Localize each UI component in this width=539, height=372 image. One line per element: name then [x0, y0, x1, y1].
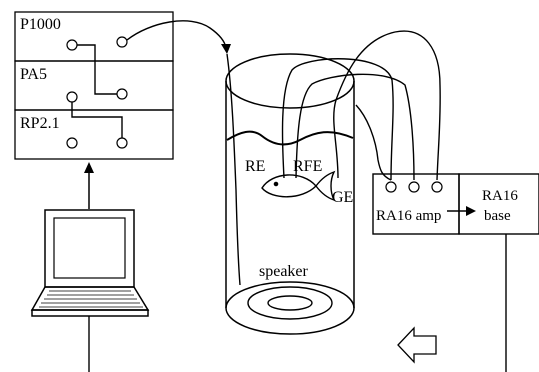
ra16-port-2	[408, 181, 420, 193]
pa5-left-port	[66, 91, 78, 103]
re-wire-tail	[355, 104, 392, 181]
ra16-amp-ports	[385, 181, 443, 193]
water-tank	[225, 53, 355, 335]
speaker-cable	[126, 20, 227, 49]
tank-bottom	[225, 281, 355, 335]
equipment-rack	[14, 11, 174, 160]
ra16-port-1	[385, 181, 397, 193]
laptop-screen	[44, 209, 135, 288]
laptop-computer	[30, 209, 150, 317]
speaker-cable-inner	[226, 53, 241, 286]
ra16-base-label-line1: RA16	[482, 188, 518, 204]
re-electrode-label: RE	[245, 158, 265, 175]
rack-patch-wiring	[71, 44, 123, 138]
p1000-left-port	[66, 39, 78, 51]
pa5-label: PA5	[20, 66, 47, 83]
amp-to-base-arrowhead	[466, 206, 476, 216]
ra16-base-label-line2: base	[484, 208, 511, 224]
rp21-right-port	[116, 137, 128, 149]
electrode-wires	[281, 30, 441, 181]
ge-wire	[333, 30, 441, 181]
speaker-cable-arrowhead	[221, 44, 231, 54]
ra16-base-box	[458, 173, 539, 235]
ge-electrode-label: GE	[332, 189, 353, 206]
rp21-module	[14, 109, 174, 160]
rfe-wire	[295, 73, 415, 181]
p1000-right-port	[116, 36, 128, 48]
laptop-to-rack-arrowhead	[84, 162, 94, 173]
ra16-system	[372, 173, 539, 235]
laptop-keys	[39, 290, 143, 308]
ra16-port-3	[431, 181, 443, 193]
laptop-keyboard	[30, 286, 150, 311]
flow-direction-arrow	[397, 326, 437, 364]
rp21-label: RP2.1	[20, 115, 60, 132]
rp21-left-port	[66, 137, 78, 149]
speaker	[247, 286, 333, 320]
p1000-label: P1000	[20, 16, 61, 33]
rack-connectors	[66, 36, 128, 149]
water-surface	[226, 130, 354, 146]
speaker-label: speaker	[259, 263, 309, 280]
rfe-electrode-label: RFE	[293, 158, 322, 175]
tank-top-rim	[225, 53, 355, 109]
re-wire	[281, 58, 394, 181]
ra16-amp-label: RA16 amp	[376, 208, 441, 224]
pa5-right-port	[116, 88, 128, 100]
fish	[261, 170, 336, 202]
